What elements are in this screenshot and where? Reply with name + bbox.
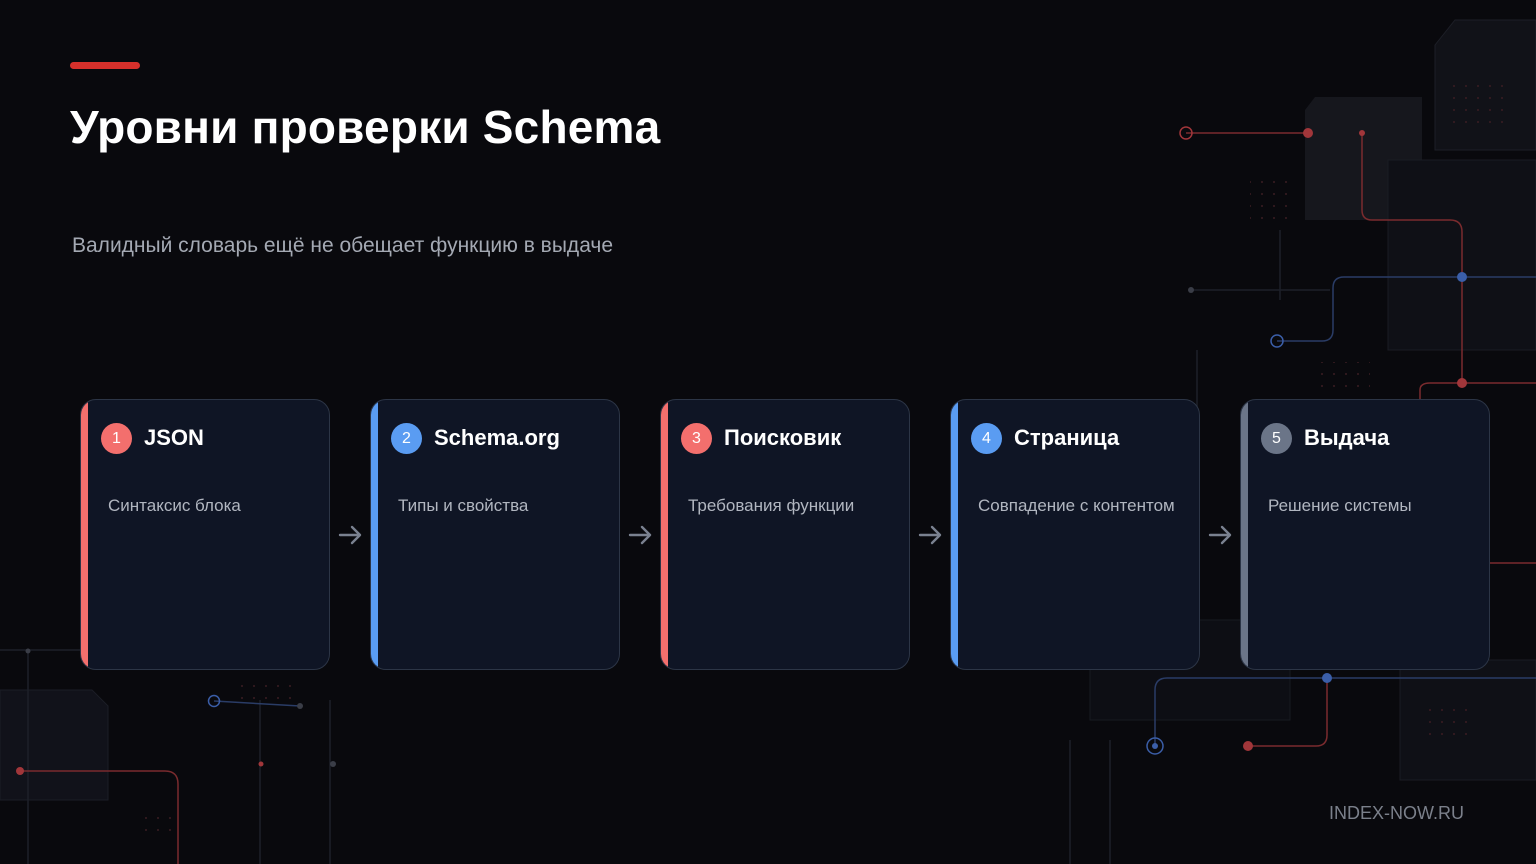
footer-site-label: INDEX-NOW.RU <box>1329 803 1464 823</box>
card-accent-stripe <box>951 400 958 669</box>
step-number-badge: 3 <box>681 423 712 454</box>
step-number-badge: 2 <box>391 423 422 454</box>
step-card-serp: 5 Выдача Решение системы <box>1240 399 1490 670</box>
step-title: Выдача <box>1304 425 1390 450</box>
step-number-badge: 1 <box>101 423 132 454</box>
step-card-page: 4 Страница Совпадение с контентом <box>950 399 1200 670</box>
step-card-search-engine: 3 Поисковик Требования функции <box>660 399 910 670</box>
step-title: Страница <box>1014 425 1120 450</box>
card-accent-stripe <box>371 400 378 669</box>
card-accent-stripe <box>1241 400 1248 669</box>
step-description: Синтаксис блока <box>108 496 241 515</box>
step-card-json: 1 JSON Синтаксис блока <box>80 399 330 670</box>
step-card-schema-org: 2 Schema.org Типы и свойства <box>370 399 620 670</box>
step-description: Совпадение с контентом <box>978 496 1175 515</box>
slide-title: Уровни проверки Schema <box>70 101 661 153</box>
slide-subtitle: Валидный словарь ещё не обещает функцию … <box>72 234 614 257</box>
arrow-right-icon <box>1208 525 1232 545</box>
arrow-right-icon <box>628 525 652 545</box>
step-number-badge: 5 <box>1261 423 1292 454</box>
step-description: Требования функции <box>688 496 855 515</box>
arrow-right-icon <box>918 525 942 545</box>
step-description: Типы и свойства <box>398 496 529 515</box>
accent-bar <box>70 62 140 69</box>
card-accent-stripe <box>661 400 668 669</box>
step-description: Решение системы <box>1268 496 1412 515</box>
step-title: Поисковик <box>724 425 842 450</box>
step-title: JSON <box>144 425 204 450</box>
step-title: Schema.org <box>434 425 560 450</box>
card-accent-stripe <box>81 400 88 669</box>
step-number-badge: 4 <box>971 423 1002 454</box>
arrow-right-icon <box>338 525 362 545</box>
